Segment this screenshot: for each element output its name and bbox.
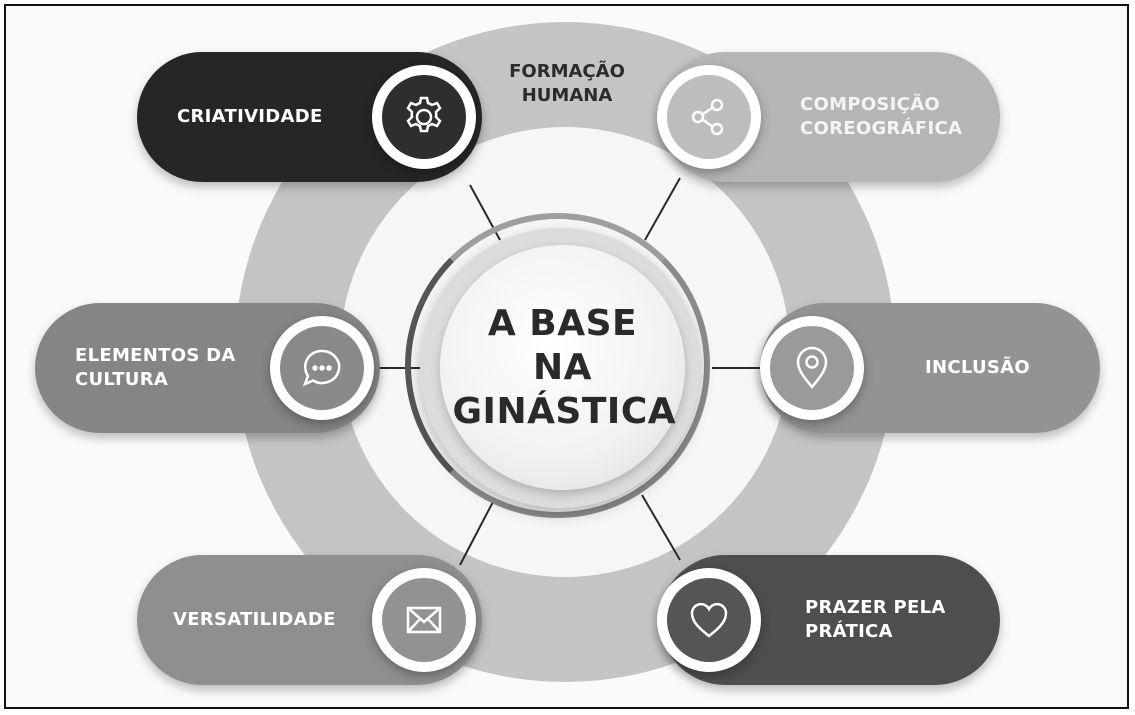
badge-elementos (270, 316, 374, 420)
pill-label-composicao: COMPOSIÇÃO COREOGRÁFICA (800, 93, 962, 141)
badge-criatividade (372, 65, 476, 169)
badge-prazer (657, 568, 761, 672)
share-icon (667, 75, 751, 159)
elementos-line1: ELEMENTOS DA (75, 345, 236, 366)
center-title-line2: GINÁSTICA (452, 390, 677, 432)
prazer-line2: PRÁTICA (805, 621, 893, 642)
center-title-line1: A BASE NA (487, 302, 638, 388)
composicao-line2: COREOGRÁFICA (800, 118, 963, 139)
pill-label-versatilidade: VERSATILIDADE (173, 608, 336, 632)
gear-icon (382, 75, 466, 159)
connector-versatilidade (459, 497, 496, 566)
versatilidade-line1: VERSATILIDADE (173, 609, 336, 630)
location-pin-icon (770, 326, 854, 410)
top-label-formacao-humana: FORMAÇÃO HUMANA (497, 60, 637, 108)
pill-label-inclusao: INCLUSÃO (925, 356, 1030, 380)
envelope-icon (382, 578, 466, 662)
center-circle: A BASE NA GINÁSTICA (440, 245, 685, 490)
criatividade-line1: CRIATIVIDADE (177, 106, 323, 127)
core-outline-ring (405, 213, 710, 518)
badge-inclusao (760, 316, 864, 420)
prazer-line1: PRAZER PELA (805, 597, 946, 618)
pill-label-criatividade: CRIATIVIDADE (177, 105, 323, 129)
badge-versatilidade (372, 568, 476, 672)
inclusao-line1: INCLUSÃO (925, 357, 1031, 378)
badge-composicao (657, 65, 761, 169)
top-label-line1: FORMAÇÃO (509, 61, 625, 82)
connector-composicao (644, 177, 681, 241)
top-label-line2: HUMANA (521, 85, 613, 106)
elementos-line2: CULTURA (75, 369, 169, 390)
chat-bubble-icon (280, 326, 364, 410)
connector-prazer (641, 494, 681, 561)
composicao-line1: COMPOSIÇÃO (800, 94, 941, 115)
center-title: A BASE NA GINÁSTICA (452, 302, 677, 434)
pill-label-prazer: PRAZER PELA PRÁTICA (805, 596, 946, 644)
heart-icon (667, 578, 751, 662)
pill-label-elementos: ELEMENTOS DA CULTURA (75, 344, 236, 392)
